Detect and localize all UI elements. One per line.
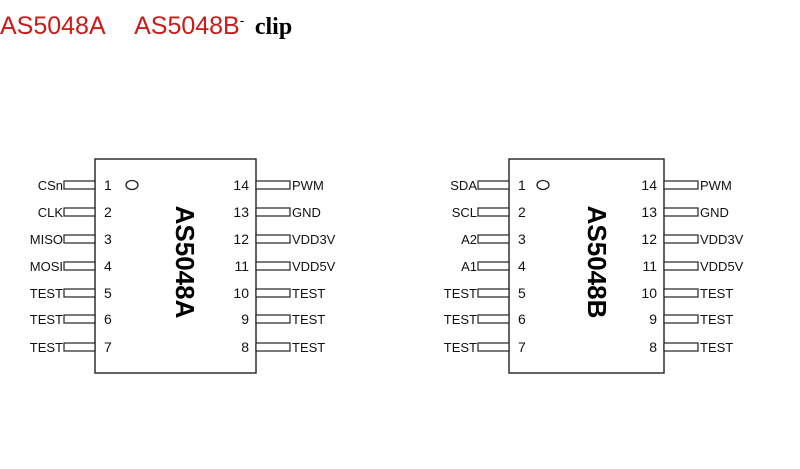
pin-name: SDA bbox=[450, 178, 477, 193]
pin-lead bbox=[63, 207, 96, 217]
pin-number: 6 bbox=[104, 311, 112, 327]
pin-number: 1 bbox=[518, 177, 526, 193]
pin-number: 5 bbox=[518, 285, 526, 301]
pin-number: 3 bbox=[104, 231, 112, 247]
pin-lead bbox=[477, 261, 510, 271]
pin-lead bbox=[63, 288, 96, 298]
pin-lead bbox=[63, 180, 96, 190]
pin-lead bbox=[63, 234, 96, 244]
pin-name: VDD3V bbox=[700, 232, 744, 247]
pin-lead bbox=[663, 207, 699, 217]
pin-name: SCL bbox=[452, 205, 477, 220]
pin-number: 8 bbox=[241, 339, 249, 355]
pin-name: PWM bbox=[700, 178, 732, 193]
pin1-marker-icon bbox=[125, 179, 139, 191]
pin-lead bbox=[477, 180, 510, 190]
pin-number: 6 bbox=[518, 311, 526, 327]
pin-number: 3 bbox=[518, 231, 526, 247]
pin-lead bbox=[63, 342, 96, 352]
pin-name: TEST bbox=[292, 286, 325, 301]
pin-name: TEST bbox=[700, 312, 733, 327]
pin-number: 8 bbox=[649, 339, 657, 355]
pin-lead bbox=[477, 342, 510, 352]
pin-lead bbox=[477, 207, 510, 217]
pin-lead bbox=[255, 288, 291, 298]
title-suffix: clip bbox=[254, 14, 293, 40]
pin-lead bbox=[255, 180, 291, 190]
pin-lead bbox=[255, 342, 291, 352]
pin-number: 7 bbox=[104, 339, 112, 355]
pin-name: PWM bbox=[292, 178, 324, 193]
pin-number: 5 bbox=[104, 285, 112, 301]
pin-number: 13 bbox=[641, 204, 657, 220]
pin-name: TEST bbox=[292, 340, 325, 355]
page-title: AS5048A AS5048B- clip bbox=[0, 12, 292, 44]
pin-name: TEST bbox=[30, 340, 63, 355]
pin-lead bbox=[255, 261, 291, 271]
pin-number: 10 bbox=[641, 285, 657, 301]
pin-name: TEST bbox=[700, 340, 733, 355]
pin-lead bbox=[663, 342, 699, 352]
pin-lead bbox=[255, 314, 291, 324]
pin-lead bbox=[663, 288, 699, 298]
chip-b-label: AS5048B bbox=[582, 206, 612, 319]
pin-lead bbox=[663, 234, 699, 244]
pin-name: TEST bbox=[444, 286, 477, 301]
pin-name: MOSI bbox=[30, 259, 63, 274]
pin-lead bbox=[255, 207, 291, 217]
pin-name: GND bbox=[700, 205, 729, 220]
pin-number: 11 bbox=[234, 258, 249, 274]
chip-b-body bbox=[508, 158, 665, 374]
title-chip-b: AS5048B bbox=[134, 12, 240, 40]
pin-lead bbox=[477, 234, 510, 244]
pin-lead bbox=[663, 180, 699, 190]
pin-number: 1 bbox=[104, 177, 112, 193]
pin-number: 13 bbox=[233, 204, 249, 220]
pin-number: 2 bbox=[518, 204, 526, 220]
pin-name: VDD3V bbox=[292, 232, 336, 247]
pin-name: CSn bbox=[38, 178, 63, 193]
pin-name: TEST bbox=[30, 312, 63, 327]
pin-lead bbox=[477, 314, 510, 324]
pin-name: MISO bbox=[30, 232, 63, 247]
pin-number: 11 bbox=[642, 258, 657, 274]
pin-number: 12 bbox=[641, 231, 657, 247]
title-chip-a: AS5048A bbox=[0, 12, 106, 40]
pin-name: TEST bbox=[292, 312, 325, 327]
pin-number: 12 bbox=[233, 231, 249, 247]
pin-number: 4 bbox=[104, 258, 112, 274]
title-superscript: - bbox=[239, 12, 245, 28]
pin-lead bbox=[63, 261, 96, 271]
pin-number: 9 bbox=[649, 311, 657, 327]
pin1-marker-icon bbox=[536, 179, 550, 191]
pin-name: VDD5V bbox=[292, 259, 336, 274]
pin-lead bbox=[477, 288, 510, 298]
pin-lead bbox=[663, 261, 699, 271]
pin-number: 10 bbox=[233, 285, 249, 301]
pin-number: 9 bbox=[241, 311, 249, 327]
pin-name: VDD5V bbox=[700, 259, 744, 274]
pin-number: 4 bbox=[518, 258, 526, 274]
pin-name: TEST bbox=[444, 340, 477, 355]
pin-name: GND bbox=[292, 205, 321, 220]
pin-number: 14 bbox=[641, 177, 657, 193]
pin-number: 14 bbox=[233, 177, 249, 193]
pin-name: A2 bbox=[461, 232, 477, 247]
pin-lead bbox=[255, 234, 291, 244]
chip-a-label: AS5048A bbox=[170, 206, 200, 319]
pin-name: TEST bbox=[700, 286, 733, 301]
pin-name: CLK bbox=[38, 205, 64, 220]
pin-number: 7 bbox=[518, 339, 526, 355]
pin-name: A1 bbox=[461, 259, 477, 274]
pin-lead bbox=[63, 314, 96, 324]
pin-name: TEST bbox=[30, 286, 63, 301]
pin-name: TEST bbox=[444, 312, 477, 327]
pin-number: 2 bbox=[104, 204, 112, 220]
pin-lead bbox=[663, 314, 699, 324]
